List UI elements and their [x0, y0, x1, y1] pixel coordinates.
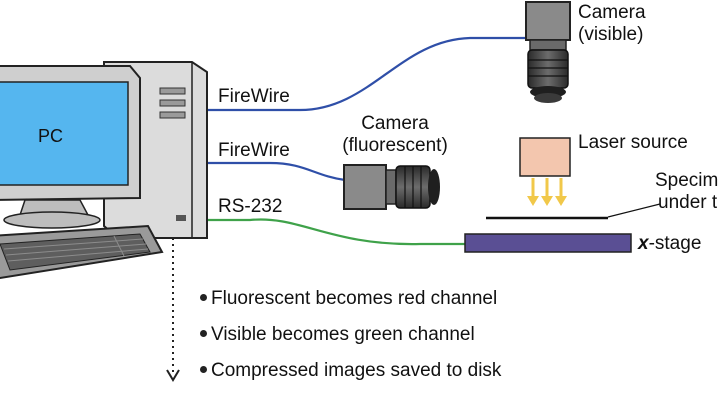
- camera-visible-sublabel: (visible): [578, 24, 644, 45]
- bullet-text: Visible becomes green channel: [211, 324, 475, 345]
- specimen-sublabel: under t: [658, 192, 718, 213]
- camera-fluorescent-label: Camera: [361, 113, 429, 134]
- firewire-label-2: FireWire: [218, 140, 290, 161]
- laser-source-label: Laser source: [578, 132, 688, 153]
- camera-visible-label: Camera: [578, 2, 646, 23]
- camera-fluorescent-sublabel: (fluorescent): [342, 135, 448, 156]
- firewire-label-1: FireWire: [218, 86, 290, 107]
- x-stage-label: x-stage: [638, 234, 701, 254]
- bullet-dot-icon: [200, 293, 207, 301]
- disk-arrowhead: [166, 369, 180, 382]
- monitor-screen: [0, 81, 129, 186]
- bullet-dot-icon: [200, 329, 207, 337]
- rs232-cable: [205, 218, 466, 246]
- x-stage-bar: [464, 233, 632, 253]
- camera-visible: [525, 1, 571, 103]
- bullet-text: Fluorescent becomes red channel: [211, 288, 498, 309]
- pc-label: PC: [38, 126, 64, 146]
- specimen-label: Specim: [655, 170, 719, 191]
- bullet-text: Compressed images saved to disk: [211, 360, 502, 381]
- bullet-item: Compressed images saved to disk: [200, 358, 501, 394]
- camera-fluorescent: [343, 164, 440, 210]
- bullet-list: Fluorescent becomes red channel Visible …: [200, 286, 501, 394]
- laser-beams: [527, 178, 567, 206]
- rs232-label: RS-232: [218, 196, 283, 217]
- monitor: [0, 65, 141, 229]
- x-stage-label-x: x: [638, 233, 649, 254]
- firewire-cable-fluorescent: [205, 161, 346, 182]
- bullet-item: Fluorescent becomes red channel: [200, 286, 501, 322]
- specimen-pointer: [607, 203, 661, 218]
- keyboard: [0, 224, 164, 280]
- bullet-dot-icon: [200, 365, 207, 373]
- bullet-item: Visible becomes green channel: [200, 322, 501, 358]
- firewire-cable-visible: [205, 36, 525, 112]
- x-stage-label-rest: -stage: [648, 233, 702, 254]
- laser-source-box: [519, 137, 571, 177]
